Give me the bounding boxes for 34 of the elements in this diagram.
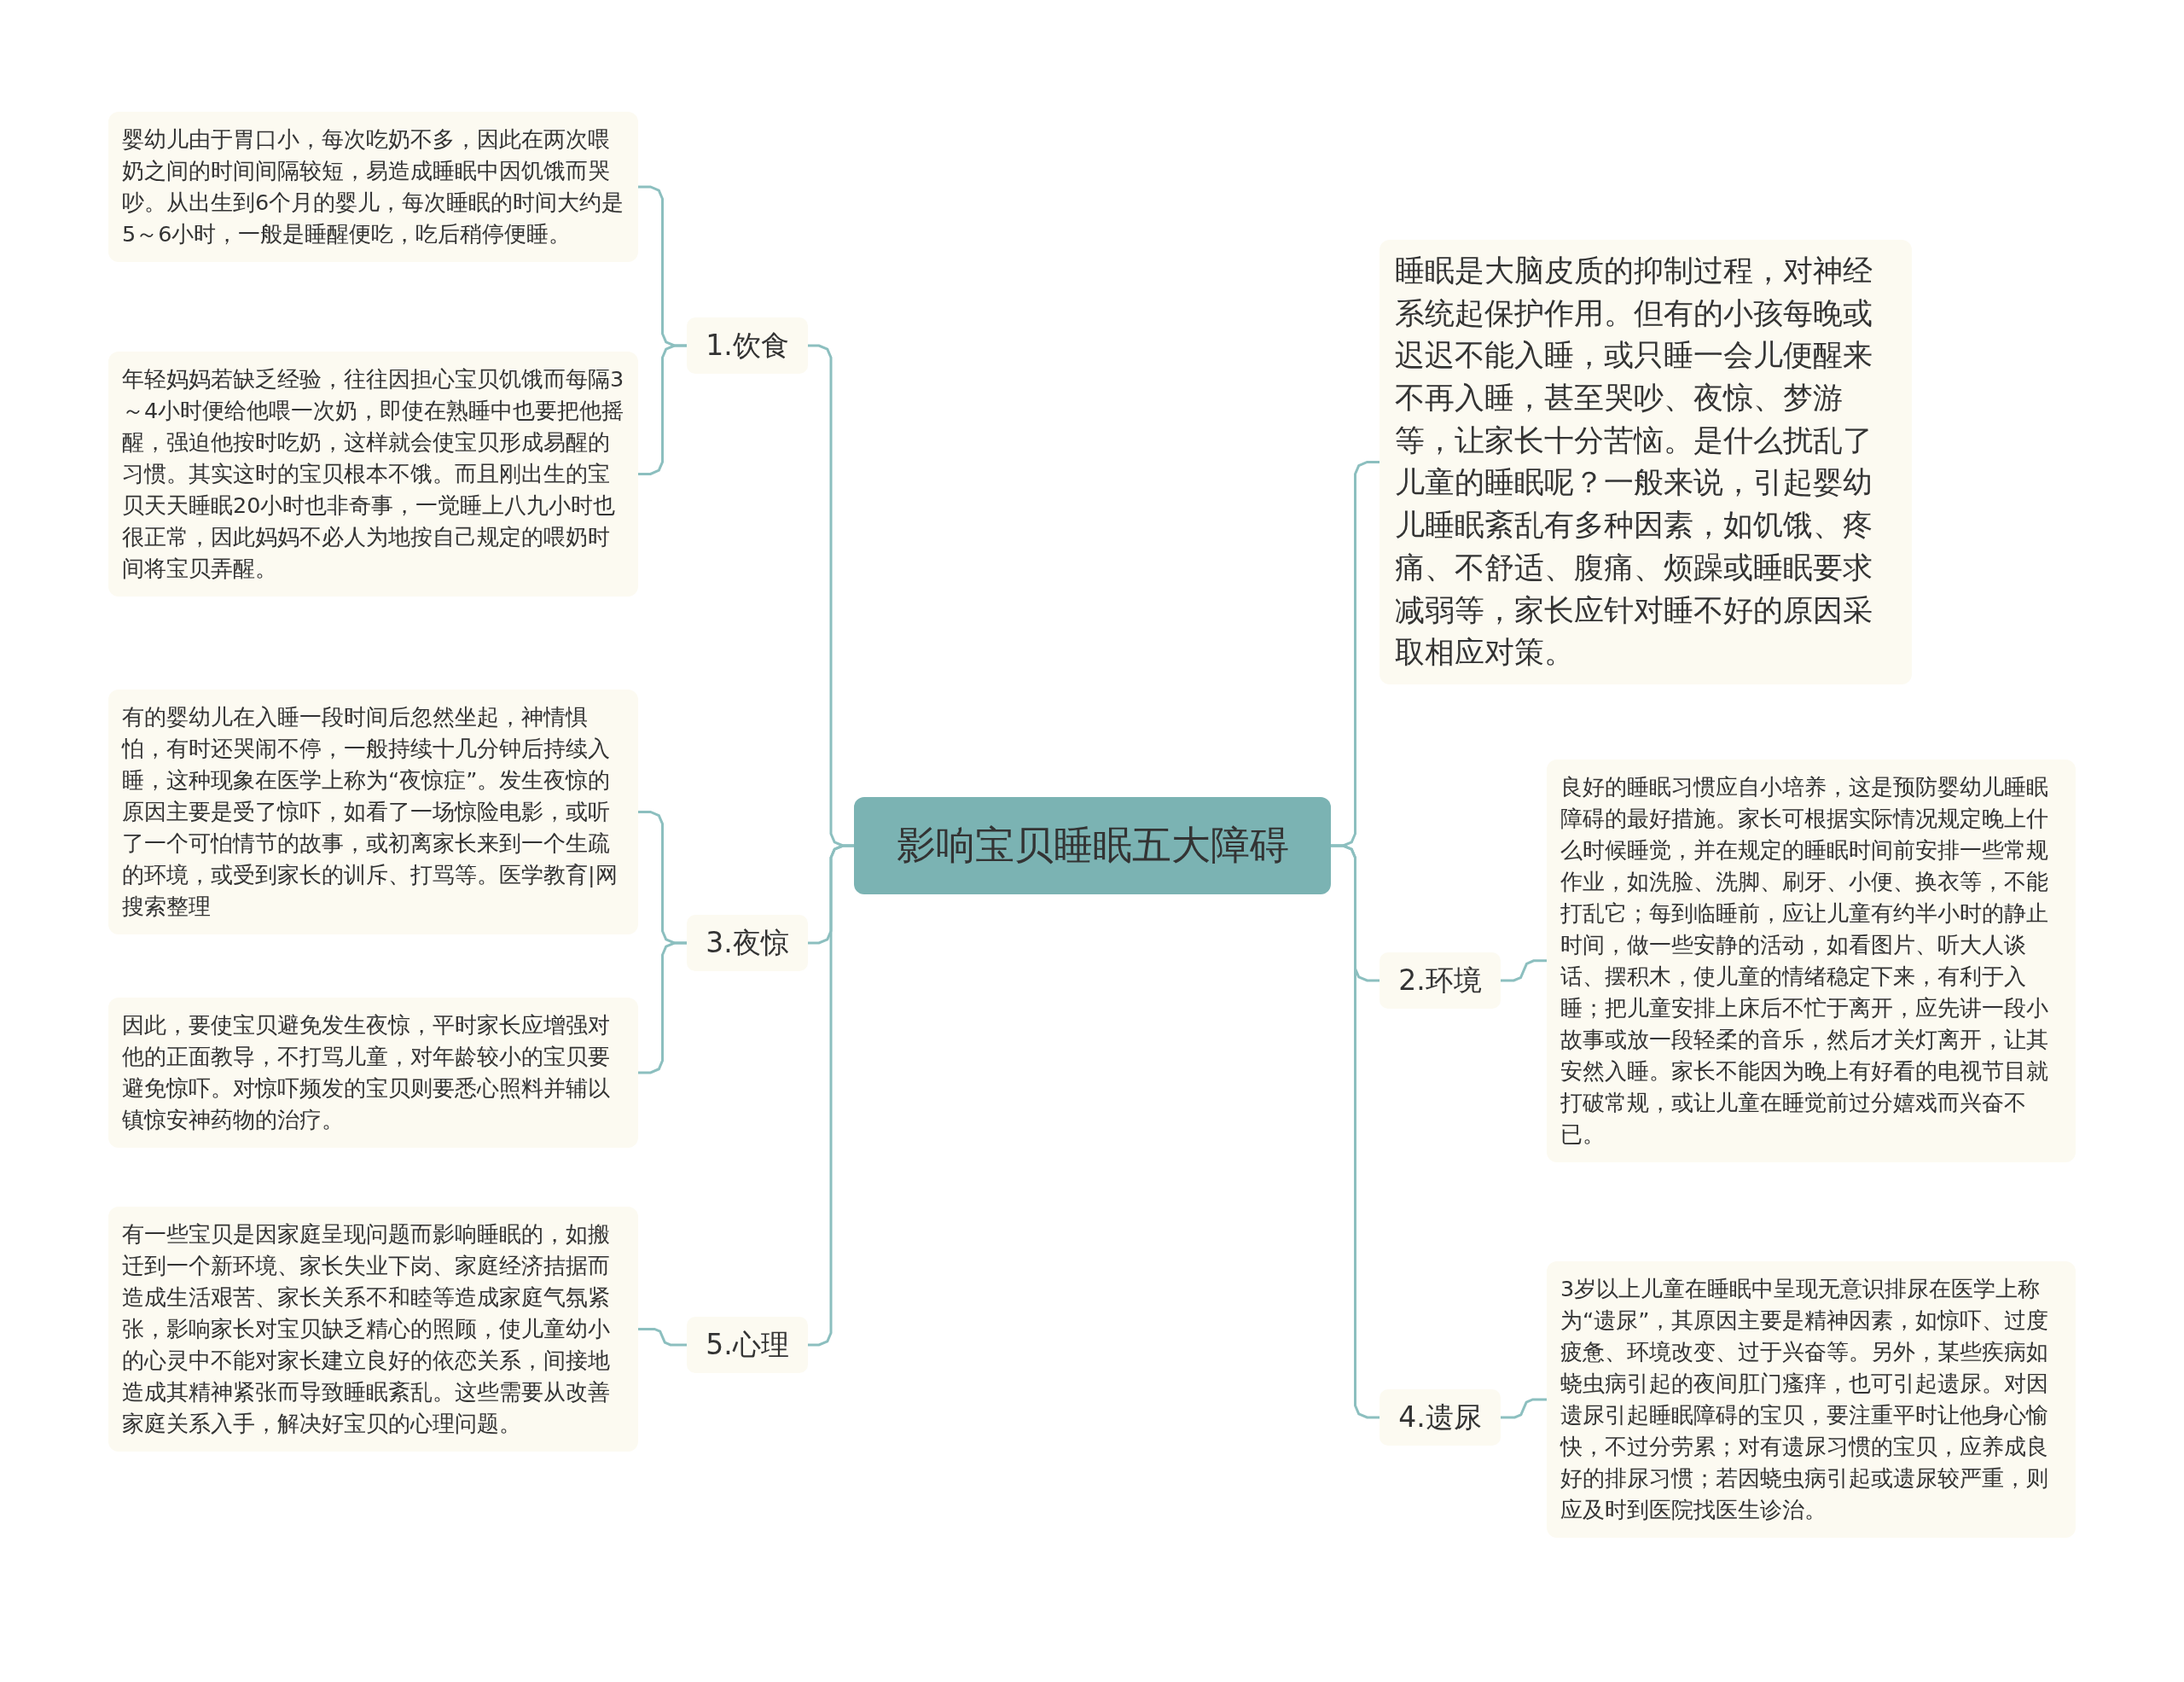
note-card (108, 998, 638, 1148)
connector-line (638, 344, 687, 475)
connector-line (1501, 1398, 1547, 1419)
branch-topic-box (1380, 952, 1501, 1009)
note-text: 睡眠是大脑皮质的抑制过程，对神经系统起保护作用。但有的小孩每晚或迟迟不能入睡，或只睡一会儿便醒来不再入睡，甚至哭吵、夜惊、梦游等，让家长十分苦恼。是什么扰乱了儿童的睡眠呢？一般来说，引起婴幼儿睡眠紊乱有多种因素，如饥饿、疼痛、不舒适、腹痛、烦躁或睡眠要求减弱等，家长应针对睡不好的原因采取相应对策。 (1395, 253, 1873, 672)
note-text: 有的婴幼儿在入睡一段时间后忽然坐起，神情惧怕，有时还哭闹不停，一般持续十几分钟后持续入睡，这种现象在医学上称为“夜惊症”。发生夜惊的原因主要是受了惊吓，如看了一场惊险电影，或听了一个可怕情节的故事，或初离家长来到一个生疏的环境，或受到家长的训斥、打骂等。医学教育|网搜索整理 (122, 703, 619, 921)
note-card (1380, 240, 1912, 684)
note-card (108, 690, 638, 934)
note-card (108, 1207, 638, 1452)
branch-topic-box (687, 317, 808, 374)
note-card (108, 352, 638, 597)
note-card (1547, 1261, 2076, 1538)
note-card (108, 112, 638, 262)
note-text: 良好的睡眠习惯应自小培养，这是预防婴幼儿睡眠障碍的最好措施。家长可根据实际情况规定晚上什么时候睡觉，并在规定的睡眠时间前安排一些常规作业，如洗脸、洗脚、刷牙、小便、换衣等，不能打乱它；每到临睡前，应让儿童有约半小时的静止时间，做一些安静的活动，如看图片、听大人谈话、摆积木，使儿童的情绪稳定下来，有利于入睡；把儿童安排上床后不忙于离开，应先讲一段小故事或放一段轻柔的音乐，然后才关灯离开，让其安然入睡。家长不能因为晚上有好看的电视节目就打破常规，或让儿童在睡觉前过分嬉戏而兴奋不已。 (1560, 773, 2049, 1149)
branch-topic-text: 4.遗尿 (1398, 1399, 1482, 1435)
note-text: 3岁以上儿童在睡眠中呈现无意识排尿在医学上称为“遗尿”，其原因主要是精神因素，如惊吓、过度疲惫、环境改变、过于兴奋等。另外，某些疾病如蛲虫病引起的夜间肛门瘙痒，也可引起遗尿。对因遗尿引起睡眠障碍的宝贝，要注重平时让他身心愉快，不过分劳累；对有遗尿习惯的宝贝，应养成良好的排尿习惯；若因蛲虫病引起或遗尿较严重，则应及时到医院找医生诊治。 (1560, 1275, 2050, 1524)
central-topic-text: 影响宝贝睡眠五大障碍 (896, 821, 1289, 870)
branch-topic-box (687, 915, 808, 971)
note-text: 有一些宝贝是因家庭呈现问题而影响睡眠的，如搬迁到一个新环境、家长失业下岗、家庭经济拮据而造成生活艰苦、家长关系不和睦等造成家庭气氛紧张，影响家长对宝贝缺乏精心的照顾，使儿童幼小的心灵中不能对家长建立良好的依恋关系，间接地造成其精神紧张而导致睡眠紊乱。这些需要从改善家庭关系入手，解决好宝贝的心理问题。 (122, 1220, 611, 1438)
connector-line (1501, 959, 1547, 982)
central-topic-box (854, 797, 1331, 894)
branch-topic-box (1380, 1389, 1501, 1446)
note-text: 婴幼儿由于胃口小，每次吃奶不多，因此在两次喂奶之间的时间间隔较短，易造成睡眠中因饥饿而哭吵。从出生到6个月的婴儿，每次睡眠的时间大约是5～6小时，一般是睡醒便吃，吃后稍停便睡。 (122, 125, 624, 248)
connector-line (638, 941, 687, 1074)
connector-line (1331, 844, 1380, 1419)
note-text: 年轻妈妈若缺乏经验，往往因担心宝贝饥饿而每隔3～4小时便给他喂一次奶，即使在熟睡中也要把他摇醒，强迫他按时吃奶，这样就会使宝贝形成易醒的习惯。其实这时的宝贝根本不饿。而且刚出生的宝贝天天睡眠20小时也非奇事，一觉睡上八九小时也很正常，因此妈妈不必人为地按自己规定的喂奶时间将宝贝弄醒。 (122, 365, 624, 583)
branch-topic-text: 1.饮食 (706, 327, 789, 364)
branch-topic-text: 2.环境 (1398, 962, 1482, 998)
note-text: 因此，要使宝贝避免发生夜惊，平时家长应增强对他的正面教导，不打骂儿童，对年龄较小的宝贝要避免惊吓。对惊吓频发的宝贝则要悉心照料并辅以镇惊安神药物的治疗。 (122, 1011, 611, 1134)
branch-topic-text: 3.夜惊 (706, 924, 789, 961)
connector-line (808, 844, 854, 1347)
branch-topic-box (687, 1317, 808, 1373)
branch-topic-text: 5.心理 (706, 1326, 789, 1363)
connector-line (638, 1327, 687, 1347)
